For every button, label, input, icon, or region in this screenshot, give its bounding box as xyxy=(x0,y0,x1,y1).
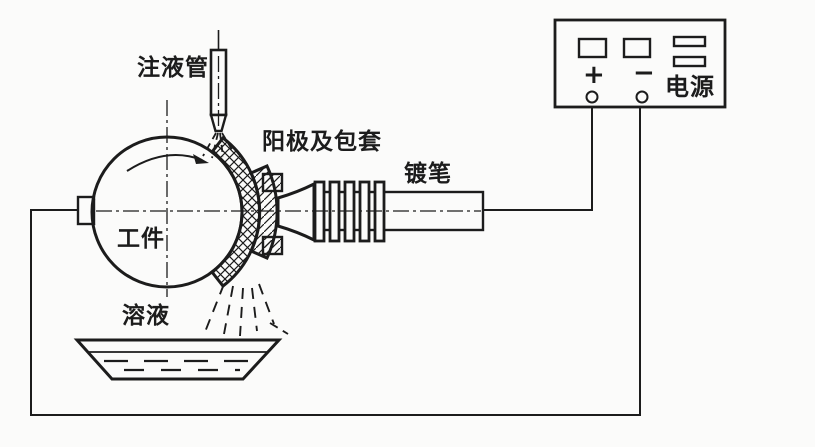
label-plating-pen: 镀笔 xyxy=(404,161,452,187)
label-solution: 溶液 xyxy=(122,303,170,329)
label-minus-terminal: − xyxy=(633,58,655,88)
drip-lines xyxy=(204,283,289,337)
rotation-arrow xyxy=(126,154,209,172)
centerlines xyxy=(96,56,481,297)
label-anode-sheath: 阳极及包套 xyxy=(262,129,382,155)
label-workpiece: 工件 xyxy=(117,226,165,252)
solution-tray xyxy=(73,338,283,381)
label-plus-terminal: + xyxy=(583,60,605,90)
shaft-stub xyxy=(76,195,96,226)
liquid-spray xyxy=(202,132,235,159)
vent-slot-top xyxy=(672,35,707,48)
meter-window-left xyxy=(577,37,608,59)
meter-window-right xyxy=(622,37,652,59)
sheath-flange xyxy=(248,164,284,260)
power-supply-box xyxy=(553,18,727,109)
vent-slot-bottom xyxy=(672,55,707,68)
wire-negative xyxy=(30,104,641,416)
positive-terminal xyxy=(585,90,599,104)
wire-positive xyxy=(483,103,593,211)
negative-terminal xyxy=(635,90,649,104)
label-power-supply: 电源 xyxy=(665,73,715,101)
pen-cone xyxy=(276,181,316,243)
label-injection-tube: 注液管 xyxy=(137,55,209,81)
